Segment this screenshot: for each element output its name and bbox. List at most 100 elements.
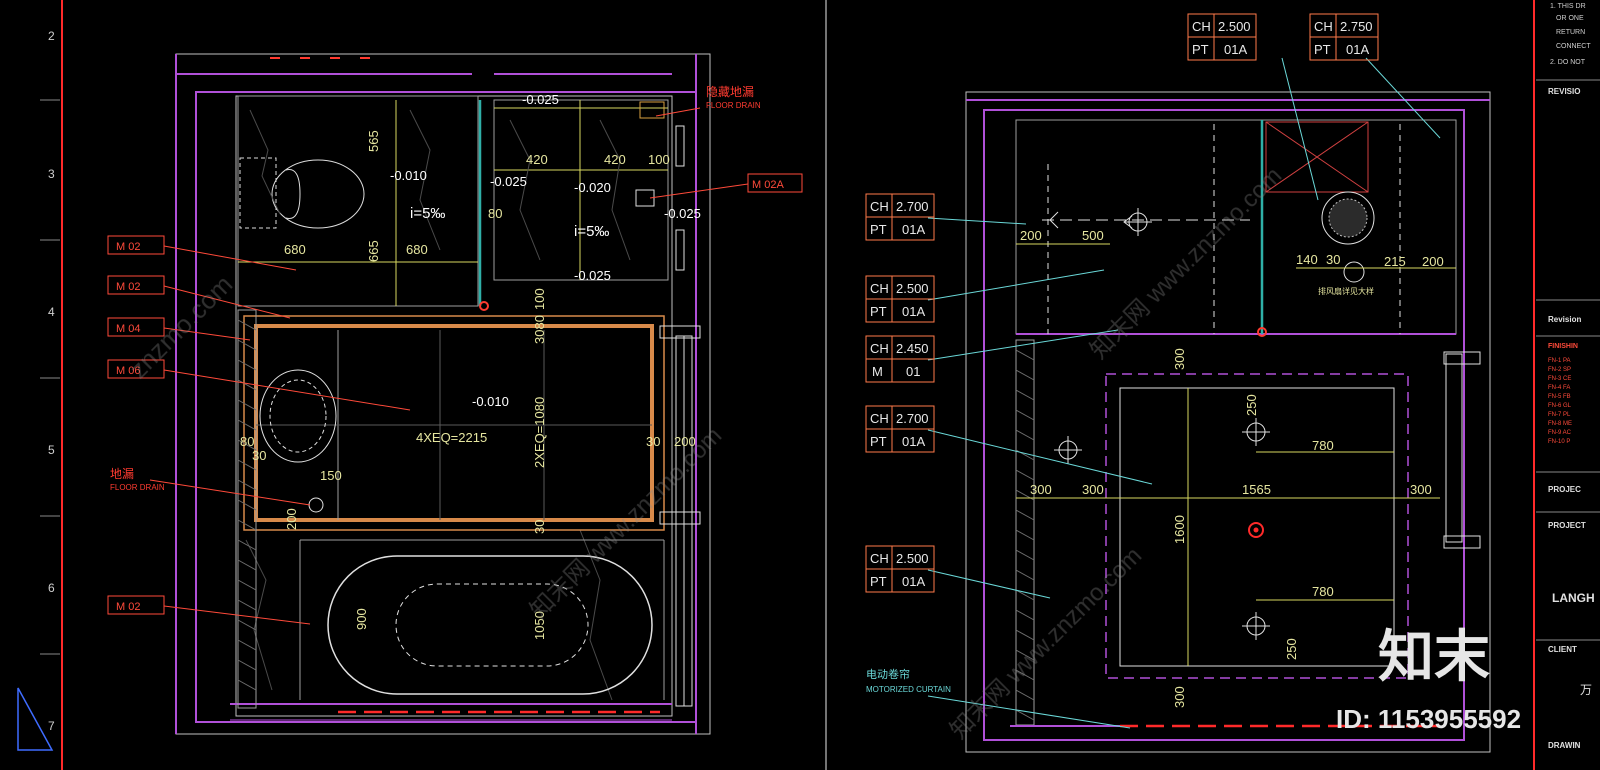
- drain-label-en: FLOOR DRAIN: [110, 483, 165, 492]
- left-floor-plan: 565 665 680 680 420 420 100 80 4XEQ=2215…: [107, 53, 803, 735]
- dim-label: 680: [284, 242, 306, 257]
- dim-label: 420: [526, 152, 548, 167]
- level-mark: -0.025: [574, 268, 611, 283]
- dim-label: 3080: [532, 315, 547, 344]
- dim-label: 250: [1284, 638, 1299, 660]
- client-label: CLIENT: [1548, 645, 1577, 654]
- ceiling-tag-ch: CH: [870, 551, 889, 566]
- dim-label: 215: [1384, 254, 1406, 269]
- dim-label: 30: [1326, 252, 1340, 267]
- ceiling-tag-height: 2.500: [896, 551, 929, 566]
- ruler-tick: 5: [48, 443, 55, 457]
- dim-label: 300: [1030, 482, 1052, 497]
- dim-label: 140: [1296, 252, 1318, 267]
- level-mark: -0.020: [574, 180, 611, 195]
- ceiling-tag-pt: PT: [870, 222, 887, 237]
- dim-label: 780: [1312, 584, 1334, 599]
- ceiling-tag-code: 01A: [1346, 42, 1369, 57]
- level-mark: -0.010: [472, 394, 509, 409]
- dim-label: 200: [674, 434, 696, 449]
- level-mark: -0.010: [390, 168, 427, 183]
- ceiling-tag-height: 2.500: [1218, 19, 1251, 34]
- right-ceiling-plan: 排风扇详见大样 20: [927, 57, 1491, 753]
- dim-label: 900: [354, 608, 369, 630]
- ruler-tick: 6: [48, 581, 55, 595]
- ceiling-tag-pt: PT: [1314, 42, 1331, 57]
- dim-label: 30: [532, 520, 547, 534]
- dim-label: 200: [284, 508, 299, 530]
- fn-item: FN-9 AC: [1548, 430, 1572, 436]
- fn-item: FN-1 PA: [1548, 358, 1571, 364]
- dim-label: 300: [1172, 686, 1187, 708]
- ruler-tick: 7: [48, 719, 55, 733]
- ceiling-tag-group: [865, 13, 1379, 593]
- fn-item: FN-3 CE: [1548, 376, 1571, 382]
- project-label: PROJEC: [1548, 485, 1581, 494]
- ruler-tick: 2: [48, 29, 55, 43]
- ceiling-tag-ch: CH: [870, 281, 889, 296]
- slope-mark: i=5‰: [410, 205, 445, 222]
- level-mark: -0.025: [664, 206, 701, 221]
- ceiling-tag-code: 01A: [902, 222, 925, 237]
- project-name: LANGH: [1552, 591, 1595, 605]
- note-line: 1. THIS DR: [1550, 3, 1586, 10]
- slope-mark: i=5‰: [574, 223, 609, 240]
- fn-item: FN-7 PL: [1548, 412, 1571, 418]
- drain-label: 隐藏地漏: [706, 85, 754, 99]
- material-tag: M 04: [116, 323, 140, 335]
- dim-label: 80: [488, 206, 502, 221]
- dim-label: 780: [1312, 438, 1334, 453]
- ceiling-tag-ch: CH: [1192, 19, 1211, 34]
- dim-label: 250: [1244, 394, 1259, 416]
- dim-label: 500: [1082, 228, 1104, 243]
- dim-label: 300: [1082, 482, 1104, 497]
- dim-label: 100: [532, 288, 547, 310]
- note-line: RETURN: [1556, 29, 1585, 36]
- dim-label: 1600: [1172, 515, 1187, 544]
- ceiling-tag-height: 2.700: [896, 199, 929, 214]
- ceiling-tags-text: CH 2.500 PT 01A CH 2.750 PT 01A CH 2.700…: [870, 19, 1373, 589]
- ceiling-tag-ch: CH: [870, 199, 889, 214]
- dim-label: 1565: [1242, 482, 1271, 497]
- dim-label: 300: [1172, 348, 1187, 370]
- watermark-id: ID: 1153955592: [1336, 704, 1521, 734]
- note-line: OR ONE: [1556, 15, 1584, 22]
- dim-label: 2XEQ=1080: [532, 397, 547, 468]
- ceiling-tag-pt: PT: [870, 574, 887, 589]
- material-tag: M 02: [116, 241, 140, 253]
- fn-item: FN-6 GL: [1548, 403, 1572, 409]
- ceiling-tag-height: 2.750: [1340, 19, 1373, 34]
- dim-label: 30: [252, 448, 266, 463]
- ceiling-tag-pt: PT: [870, 304, 887, 319]
- material-tag: M 06: [116, 365, 140, 377]
- drain-label: 地漏: [110, 467, 134, 481]
- drain-label-en: FLOOR DRAIN: [706, 101, 761, 110]
- ceiling-tag-height: 2.700: [896, 411, 929, 426]
- level-mark: -0.025: [490, 174, 527, 189]
- material-tag: M 02: [116, 281, 140, 293]
- drawing-label: DRAWIN: [1548, 741, 1581, 750]
- dim-label: 665: [366, 240, 381, 262]
- dim-label: 30: [646, 434, 660, 449]
- dim-label: 150: [320, 468, 342, 483]
- dim-label: 300: [1410, 482, 1432, 497]
- vent-note: 排风扇详见大样: [1318, 286, 1374, 296]
- ceiling-tag-pt: PT: [1192, 42, 1209, 57]
- ceiling-tag-ch: CH: [1314, 19, 1333, 34]
- fn-item: FN-2 SP: [1548, 367, 1571, 373]
- dim-label: 565: [366, 130, 381, 152]
- ceiling-tag-code: 01A: [1224, 42, 1247, 57]
- ceiling-tag-pt: PT: [870, 434, 887, 449]
- revision-heading: REVISIO: [1548, 87, 1580, 96]
- revision-heading: Revision: [1548, 315, 1581, 324]
- dim-label: 80: [240, 434, 254, 449]
- ruler-tick: 4: [48, 305, 55, 319]
- ceiling-tag-code: 01A: [902, 304, 925, 319]
- fn-item: FN-5 FB: [1548, 394, 1571, 400]
- ceiling-tag-code: 01A: [902, 574, 925, 589]
- curtain-label-en: MOTORIZED CURTAIN: [866, 685, 951, 694]
- ceiling-tag-height: 2.450: [896, 341, 929, 356]
- dim-label: 420: [604, 152, 626, 167]
- fn-item: FN-4 FA: [1548, 385, 1570, 391]
